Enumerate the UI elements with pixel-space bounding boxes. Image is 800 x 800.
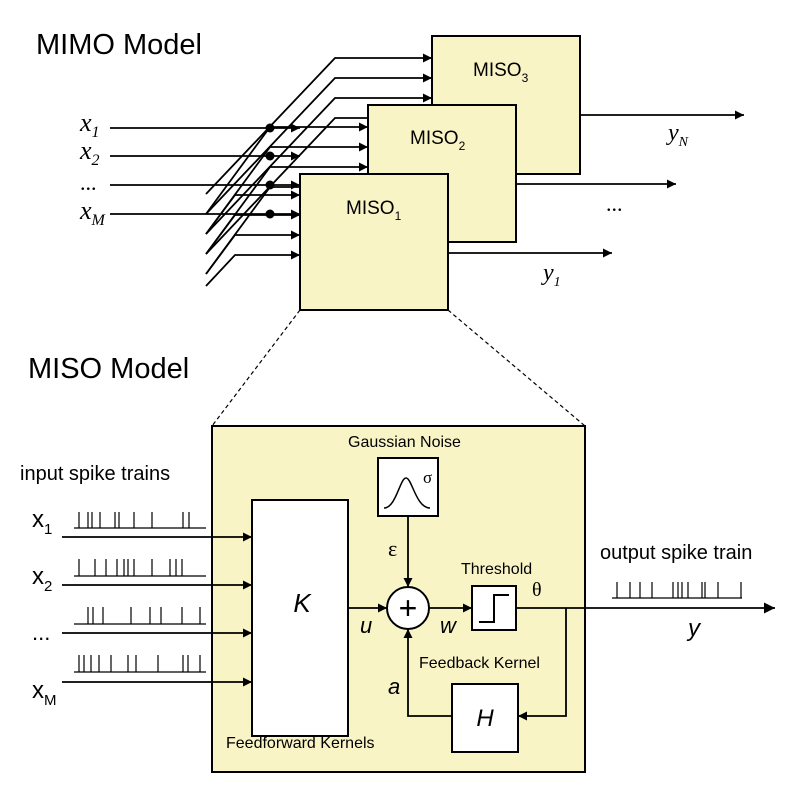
spike-train-1 xyxy=(74,512,206,529)
miso-input-xm: xM xyxy=(32,677,57,709)
mimo-input-ellipsis: ... xyxy=(80,170,97,195)
output-ellipsis: ... xyxy=(606,191,623,216)
feedback-kernel-h xyxy=(451,683,519,753)
miso1-box xyxy=(299,173,449,311)
sum-plus-symbol: + xyxy=(399,590,418,626)
miso3-label: MISO3 xyxy=(473,60,529,85)
output-y-label: y xyxy=(686,615,702,642)
a-label: a xyxy=(388,674,400,699)
zoom-guides xyxy=(211,309,586,427)
output-spike-train-label: output spike train xyxy=(600,542,752,564)
feedback-line-to-h xyxy=(518,608,567,721)
spike-train-3 xyxy=(74,607,206,625)
output-spike-train xyxy=(612,582,742,599)
spike-train-m xyxy=(74,655,206,673)
w-label: w xyxy=(440,613,458,638)
sigma-symbol: σ xyxy=(423,468,432,487)
k-label: K xyxy=(293,588,312,618)
miso-title: MISO Model xyxy=(28,353,189,385)
output-yn: yN xyxy=(666,120,689,150)
miso2-label: MISO2 xyxy=(410,128,466,153)
mimo-input-xm: xM xyxy=(79,196,107,229)
step-function-icon xyxy=(479,594,509,623)
spike-train-2 xyxy=(74,559,206,577)
gaussian-noise-label: Gaussian Noise xyxy=(348,434,461,451)
input-spike-trains-label: input spike trains xyxy=(20,463,170,485)
junction-dots xyxy=(265,123,275,219)
mimo-input-x1: x1 xyxy=(79,108,100,141)
feedforward-label: Feedforward Kernels xyxy=(226,735,375,752)
h-label: H xyxy=(476,705,494,732)
miso-input-x2: x2 xyxy=(32,563,52,595)
mimo-input-x2: x2 xyxy=(79,136,100,169)
output-y1: y1 xyxy=(541,260,561,290)
miso-input-x1: x1 xyxy=(32,506,52,538)
u-label: u xyxy=(360,613,372,638)
h-to-sum-arrow xyxy=(403,629,452,717)
theta-label: θ xyxy=(532,579,542,601)
mimo-title: MIMO Model xyxy=(36,29,202,61)
miso1-lower-input-lines xyxy=(205,190,300,287)
epsilon-label: ε xyxy=(388,536,397,561)
feedback-kernel-label: Feedback Kernel xyxy=(419,655,540,672)
mimo-primary-input-lines xyxy=(110,123,300,219)
miso-input-ellipsis: ... xyxy=(32,620,50,645)
threshold-label: Threshold xyxy=(461,561,532,578)
miso1-label: MISO1 xyxy=(346,198,402,223)
gaussian-curve-icon xyxy=(383,477,431,509)
miso-input-arrows xyxy=(62,532,252,687)
feedforward-kernel-k xyxy=(251,499,349,737)
